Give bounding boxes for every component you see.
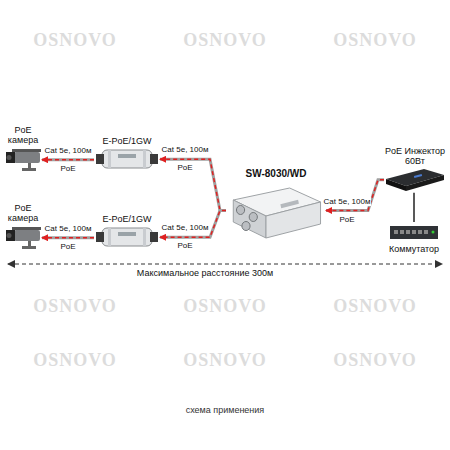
cable-body	[42, 236, 94, 239]
cable-body	[160, 211, 226, 238]
poe-flow-line	[160, 159, 226, 210]
poe-label: PoE	[59, 242, 76, 251]
cable-connector	[160, 211, 226, 238]
cable-label: Cat 5e, 100м	[323, 197, 372, 206]
device-label: SW-8030/WD	[226, 168, 326, 180]
network-switch-icon	[386, 222, 442, 244]
cable-body	[42, 158, 94, 161]
camera-icon	[4, 146, 42, 174]
device-node: PoE камера	[4, 203, 42, 252]
device-label: E-PoE/1GW	[94, 214, 160, 224]
device-node: PoE камера	[4, 125, 42, 174]
device-label: PoE камера	[4, 125, 42, 146]
device-label: E-PoE/1GW	[94, 136, 160, 146]
poe-label: PoE	[176, 241, 193, 250]
watermark: OSNOVO	[33, 350, 117, 371]
extender-icon	[94, 146, 160, 172]
cable-label: Cat 5e, 100м	[44, 146, 93, 155]
device-node: Коммутатор	[386, 222, 442, 254]
cable-label: Cat 5e, 100м	[161, 223, 210, 232]
cable-connector	[326, 180, 384, 211]
cable-connector	[42, 237, 94, 238]
poe-flow-line	[160, 211, 226, 238]
poe-flow-line	[326, 180, 384, 211]
device-label: PoE Инжектор 60Вт	[384, 146, 446, 167]
cable-body	[326, 180, 384, 211]
cable-label: Cat 5e, 100м	[161, 145, 210, 154]
poe-label: PoE	[59, 164, 76, 173]
poe-flow-line	[42, 237, 94, 239]
watermark: OSNOVO	[33, 30, 117, 51]
device-node: PoE Инжектор 60Вт	[384, 146, 446, 193]
poe-label: PoE	[176, 163, 193, 172]
distance-line	[8, 264, 442, 265]
cable-connector	[42, 159, 94, 160]
device-label: PoE камера	[4, 203, 42, 224]
watermark: OSNOVO	[333, 296, 417, 317]
cable-connector	[414, 193, 415, 222]
poe-label: PoE	[338, 215, 355, 224]
watermark: OSNOVO	[183, 296, 267, 317]
watermark: OSNOVO	[183, 30, 267, 51]
device-node: E-PoE/1GW	[94, 214, 160, 250]
watermark: OSNOVO	[183, 350, 267, 371]
watermark: OSNOVO	[333, 350, 417, 371]
device-node: E-PoE/1GW	[94, 136, 160, 172]
extender-icon	[94, 224, 160, 250]
camera-icon	[4, 224, 42, 252]
watermark: OSNOVO	[333, 30, 417, 51]
injector-icon	[384, 167, 446, 193]
cable-connector	[160, 159, 226, 210]
switch-housing-icon	[226, 180, 326, 242]
cable-label: Cat 5e, 100м	[44, 224, 93, 233]
cable-body	[160, 159, 226, 210]
patch-line	[413, 193, 415, 222]
poe-flow-line	[42, 159, 94, 161]
device-node: SW-8030/WD	[226, 168, 326, 242]
caption: схема применения	[185, 405, 266, 415]
distance-label: Максимальное расстояние 300м	[136, 268, 274, 278]
device-label: Коммутатор	[386, 244, 442, 254]
watermark: OSNOVO	[33, 296, 117, 317]
